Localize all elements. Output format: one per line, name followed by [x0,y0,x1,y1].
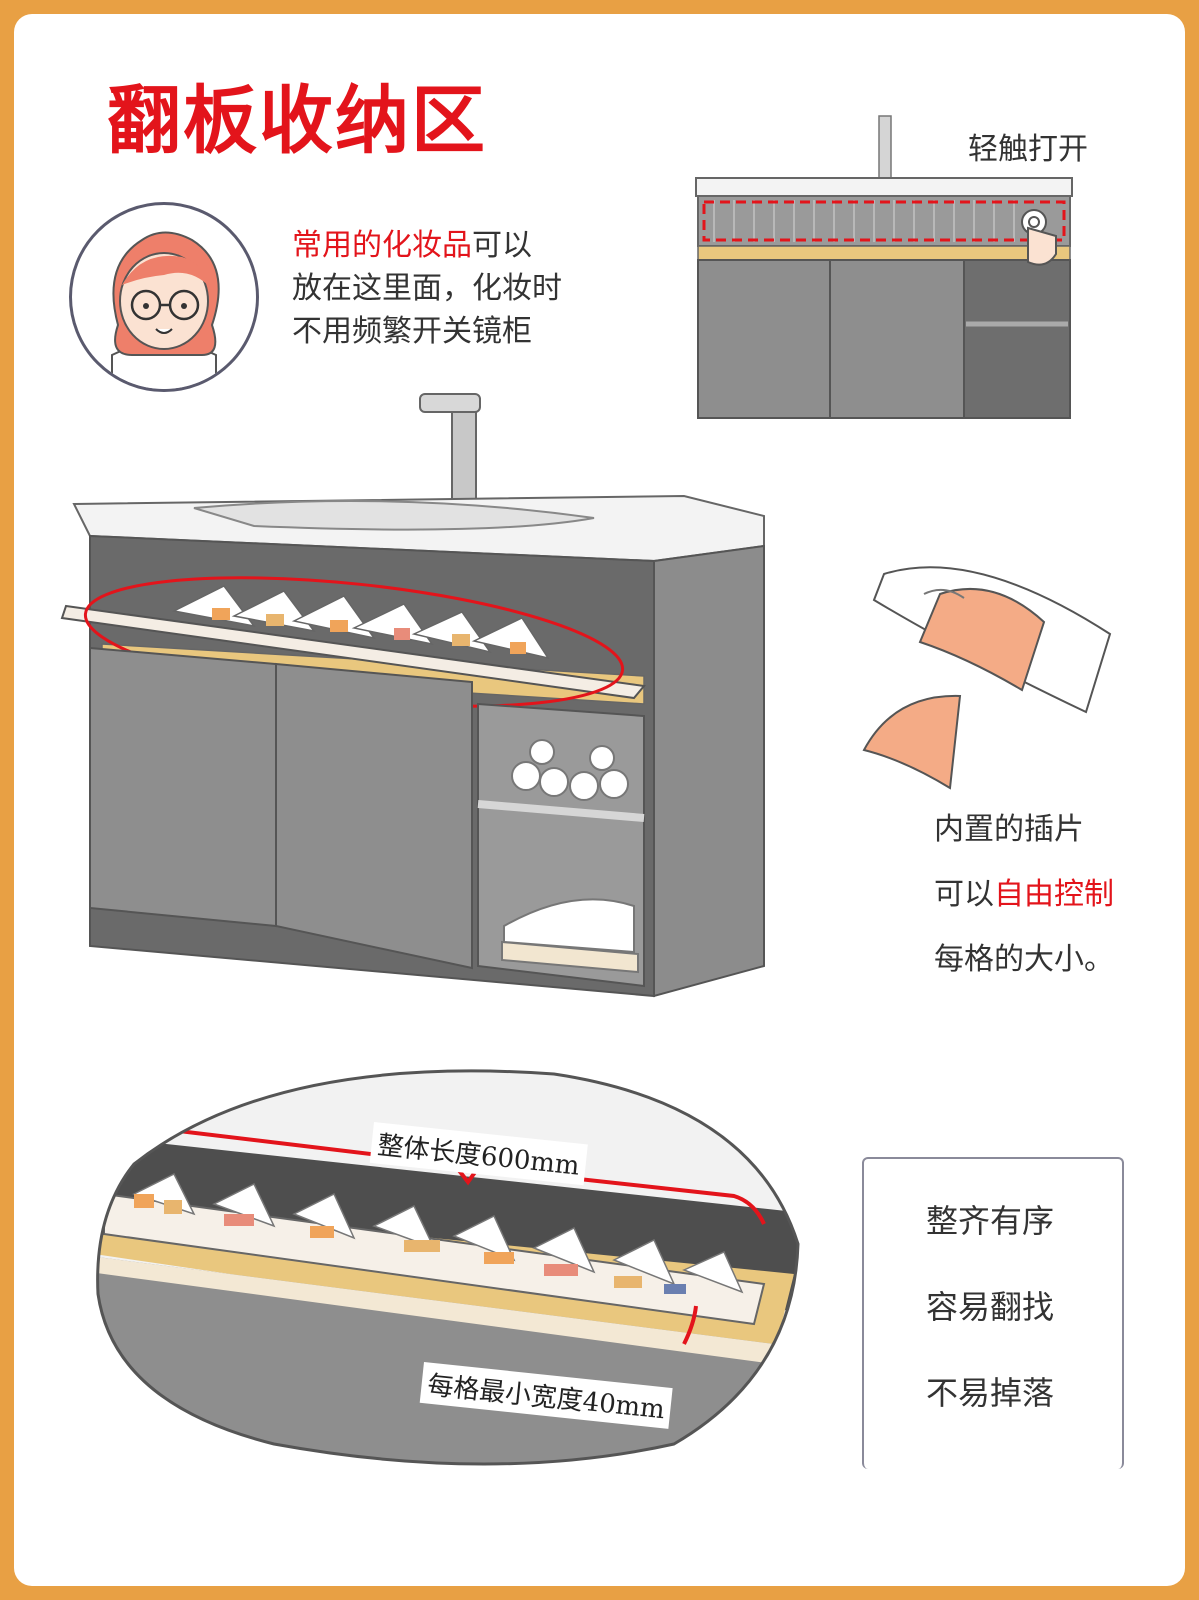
intro-text: 常用的化妆品可以 放在这里面，化妆时 不用频繁开关镜柜 [292,224,562,353]
small-cabinet-illustration [695,115,1073,419]
intro-line3: 不用频繁开关镜柜 [292,314,532,349]
insert-line3: 每格的大小。 [934,942,1114,977]
intro-highlight: 常用的化妆品 [292,228,472,263]
feature-item: 整齐有序 [926,1202,1055,1240]
insert-line2: 可以自由控制 [934,869,1114,913]
touch-open-label: 轻触打开 [968,132,1088,167]
insert-line1: 内置的插片 [934,812,1084,847]
avatar [69,202,259,392]
flip-board-zoom-illustration [96,1069,800,1466]
insert-divider-illustration [862,566,1112,790]
feature-item: 容易翻找 [926,1288,1055,1326]
features-box [862,1157,1124,1469]
sink-cabinet-illustration [60,393,765,998]
insert-line2-plain: 可以 [934,877,994,912]
insert-line2-red: 自由控制 [994,877,1114,912]
intro-line2: 放在这里面，化妆时 [292,271,562,306]
woman-avatar-icon [111,231,220,389]
feature-item: 不易掉落 [926,1374,1055,1412]
intro-line1: 可以 [472,228,532,263]
page-title: 翻板收纳区 [107,78,487,164]
infographic-card: 翻板收纳区 常用的化妆品可以 放在这里面，化妆时 不用频繁开关镜柜 轻触打开 [14,14,1185,1586]
